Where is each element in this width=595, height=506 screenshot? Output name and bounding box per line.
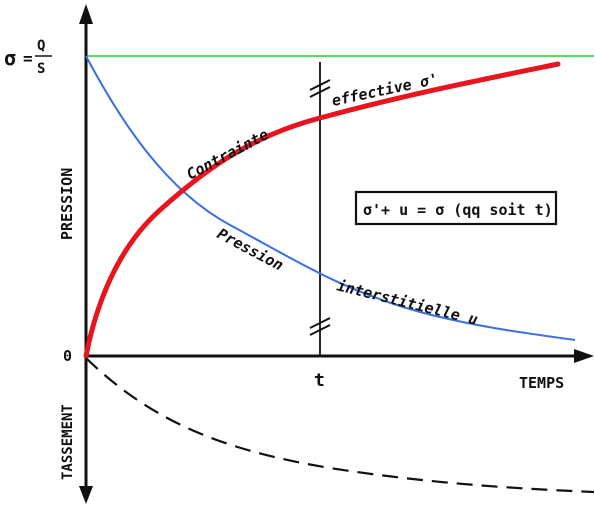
effective-stress-curve bbox=[83, 61, 561, 359]
time-t-label: t bbox=[314, 370, 325, 391]
pore-pressure-label-part2: interstitielle u bbox=[335, 276, 480, 328]
settlement-curve bbox=[85, 357, 595, 494]
pressure-axis-label: PRESSION bbox=[58, 168, 76, 240]
sigma-numerator: Q bbox=[37, 38, 45, 54]
pore-pressure-curve bbox=[85, 55, 576, 341]
break-mark-bottom-1 bbox=[309, 317, 331, 329]
sigma-equals: = bbox=[23, 49, 33, 68]
origin-label: 0 bbox=[63, 347, 72, 365]
settlement-axis-label: TASSEMENT bbox=[60, 404, 76, 480]
break-mark-top-2 bbox=[309, 86, 331, 98]
equation-box-frame bbox=[354, 190, 558, 226]
sigma-denominator: S bbox=[37, 61, 45, 77]
vertical-axis-down-arrow bbox=[79, 486, 93, 504]
time-axis-label: TEMPS bbox=[519, 374, 564, 392]
break-mark-top-1 bbox=[309, 79, 331, 91]
vertical-axis-up-arrow bbox=[79, 4, 93, 24]
time-axis-arrow bbox=[574, 349, 594, 363]
effective-stress-label-part1: Contrainte bbox=[183, 125, 271, 183]
break-mark-bottom-2 bbox=[309, 324, 331, 336]
equation-text: σ'+ u = σ (qq soit t) bbox=[363, 201, 553, 219]
sigma-symbol: σ bbox=[4, 46, 16, 70]
